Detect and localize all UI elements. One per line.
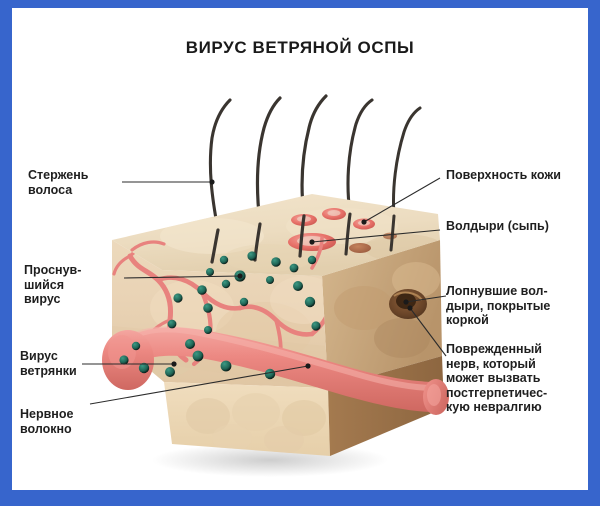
virus-particle bbox=[197, 285, 207, 295]
virus-particle bbox=[131, 341, 141, 351]
leader-crusted bbox=[405, 295, 447, 303]
label-hair-shaft: Стержень волоса bbox=[28, 168, 89, 197]
figure-canvas: ВИРУС ВЕТРЯНОЙ ОСПЫ bbox=[12, 8, 588, 490]
damaged-nerve-lesion bbox=[389, 289, 427, 319]
label-chickenpox-virus: Вирус ветрянки bbox=[20, 349, 77, 378]
virus-particle bbox=[173, 293, 183, 303]
leader-skin-surface bbox=[363, 177, 441, 223]
virus-particle bbox=[307, 255, 317, 265]
virus-particle bbox=[203, 303, 213, 313]
skin-anatomy-illustration bbox=[82, 94, 449, 477]
right-face-detail bbox=[334, 262, 440, 358]
virus-particle bbox=[219, 255, 229, 265]
hair-3 bbox=[300, 94, 328, 218]
hair-2 bbox=[255, 96, 282, 226]
virus-particle bbox=[266, 276, 274, 284]
leader-awakened-virus bbox=[123, 275, 241, 279]
label-awakened-virus: Проснув- шийся вирус bbox=[24, 263, 82, 306]
virus-particle bbox=[165, 367, 175, 377]
virus-particle bbox=[167, 319, 177, 329]
label-blisters-rash: Волдыри (сыпь) bbox=[446, 219, 549, 233]
virus-particle bbox=[204, 326, 212, 334]
virus-particle bbox=[138, 362, 150, 374]
virus-particle bbox=[304, 296, 316, 308]
crust-2 bbox=[383, 232, 397, 240]
leader-blisters bbox=[311, 229, 441, 243]
nerve-fiber bbox=[102, 326, 449, 415]
label-skin-surface: Поверхность кожи bbox=[446, 168, 561, 182]
label-damaged-nerve: Поврежденный нерв, который может вызвать… bbox=[446, 342, 548, 414]
leader-nerve-fiber bbox=[89, 365, 309, 405]
virus-particle bbox=[311, 321, 321, 331]
virus-particle-group bbox=[119, 251, 321, 380]
virus-particle bbox=[206, 268, 214, 276]
leader-dot-group bbox=[171, 179, 413, 369]
leader-line-group bbox=[82, 177, 447, 405]
virus-particle bbox=[239, 297, 249, 307]
hair-1 bbox=[208, 98, 232, 232]
virus-particle bbox=[185, 339, 195, 349]
fat-lobules bbox=[186, 393, 326, 454]
leader-damaged-nerve bbox=[409, 307, 447, 357]
virus-particle bbox=[192, 350, 204, 362]
blister-3 bbox=[322, 208, 346, 220]
label-nerve-fiber: Нервное волокно bbox=[20, 407, 74, 436]
virus-particle bbox=[293, 281, 303, 291]
hair-group bbox=[208, 94, 422, 232]
hair-5 bbox=[392, 106, 422, 218]
virus-particle bbox=[271, 257, 281, 267]
label-crusted-blisters: Лопнувшие вол- дыри, покрытые коркой bbox=[446, 284, 551, 327]
surface-vessels bbox=[130, 236, 324, 270]
hair-4 bbox=[346, 98, 374, 216]
crust-1 bbox=[349, 243, 371, 253]
figure-title: ВИРУС ВЕТРЯНОЙ ОСПЫ bbox=[185, 38, 415, 57]
virus-particle bbox=[119, 355, 129, 365]
virus-particle bbox=[289, 263, 299, 273]
virus-particle bbox=[247, 251, 257, 261]
virus-particle bbox=[264, 368, 276, 380]
virus-particle bbox=[221, 279, 231, 289]
virus-particle bbox=[220, 360, 232, 372]
